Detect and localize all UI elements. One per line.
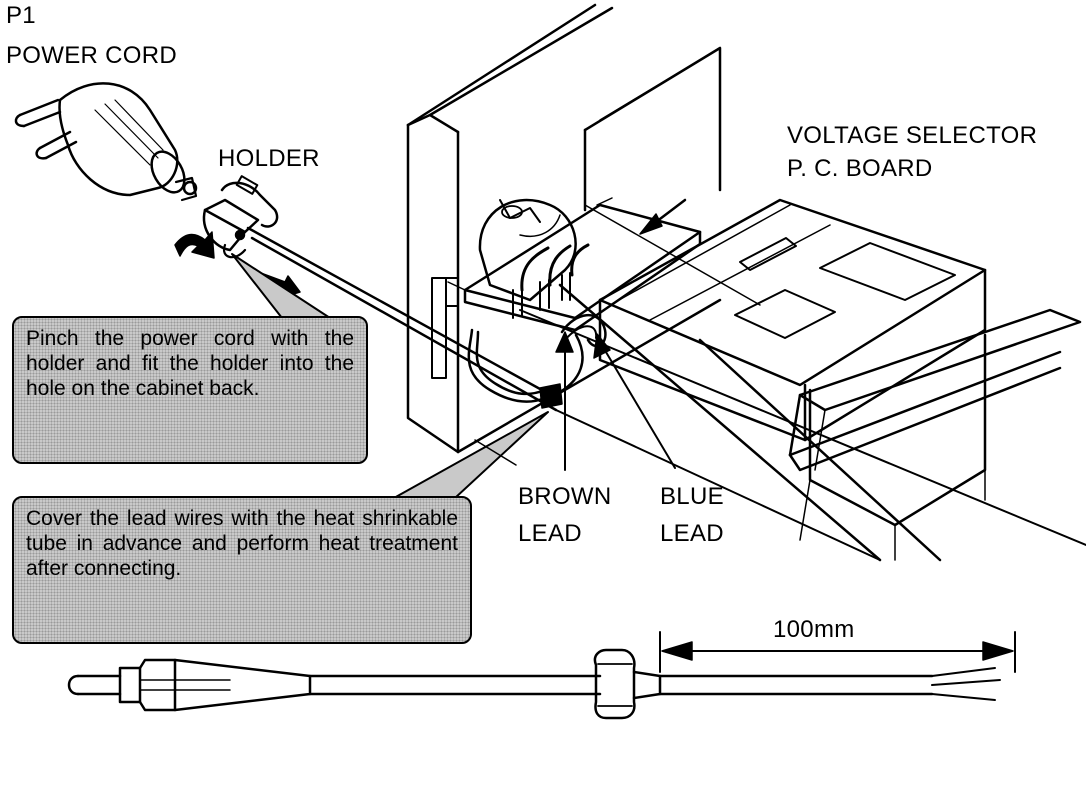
label-holder: HOLDER (218, 145, 320, 172)
label-brown-lead: BROWN (518, 483, 612, 510)
callout-pointer-holder (231, 253, 331, 319)
callout-holder-note: Pinch the power cord with the holder and… (12, 316, 368, 464)
label-p1: P1 (6, 2, 36, 29)
label-blue-lead: BLUE (660, 483, 724, 510)
label-dimension: 100mm (773, 616, 855, 643)
plug-icon (14, 82, 198, 202)
label-pc-board: P. C. BOARD (787, 155, 933, 182)
callout-holder-text: Pinch the power cord with the holder and… (26, 327, 354, 400)
label-power-cord: POWER CORD (6, 42, 177, 69)
label-brown-lead-2: LEAD (518, 520, 582, 547)
rotation-arrow-icon (174, 231, 215, 259)
power-cord-full-view (67, 648, 1001, 720)
transformer (598, 198, 987, 561)
lead-wires (467, 313, 607, 409)
mounting-plate (788, 308, 1082, 472)
label-blue-lead-2: LEAD (660, 520, 724, 547)
callout-tube-text: Cover the lead wires with the heat shrin… (26, 507, 458, 580)
pcb-pointer-arrow (639, 198, 687, 235)
power-cord (246, 226, 881, 561)
lead-pointer-lines (474, 331, 676, 471)
holder-icon (202, 175, 279, 259)
callout-tube-note: Cover the lead wires with the heat shrin… (12, 496, 472, 644)
label-voltage-selector: VOLTAGE SELECTOR (787, 122, 1038, 149)
voltage-selector-board (445, 197, 702, 332)
dimension-line (659, 631, 1016, 673)
